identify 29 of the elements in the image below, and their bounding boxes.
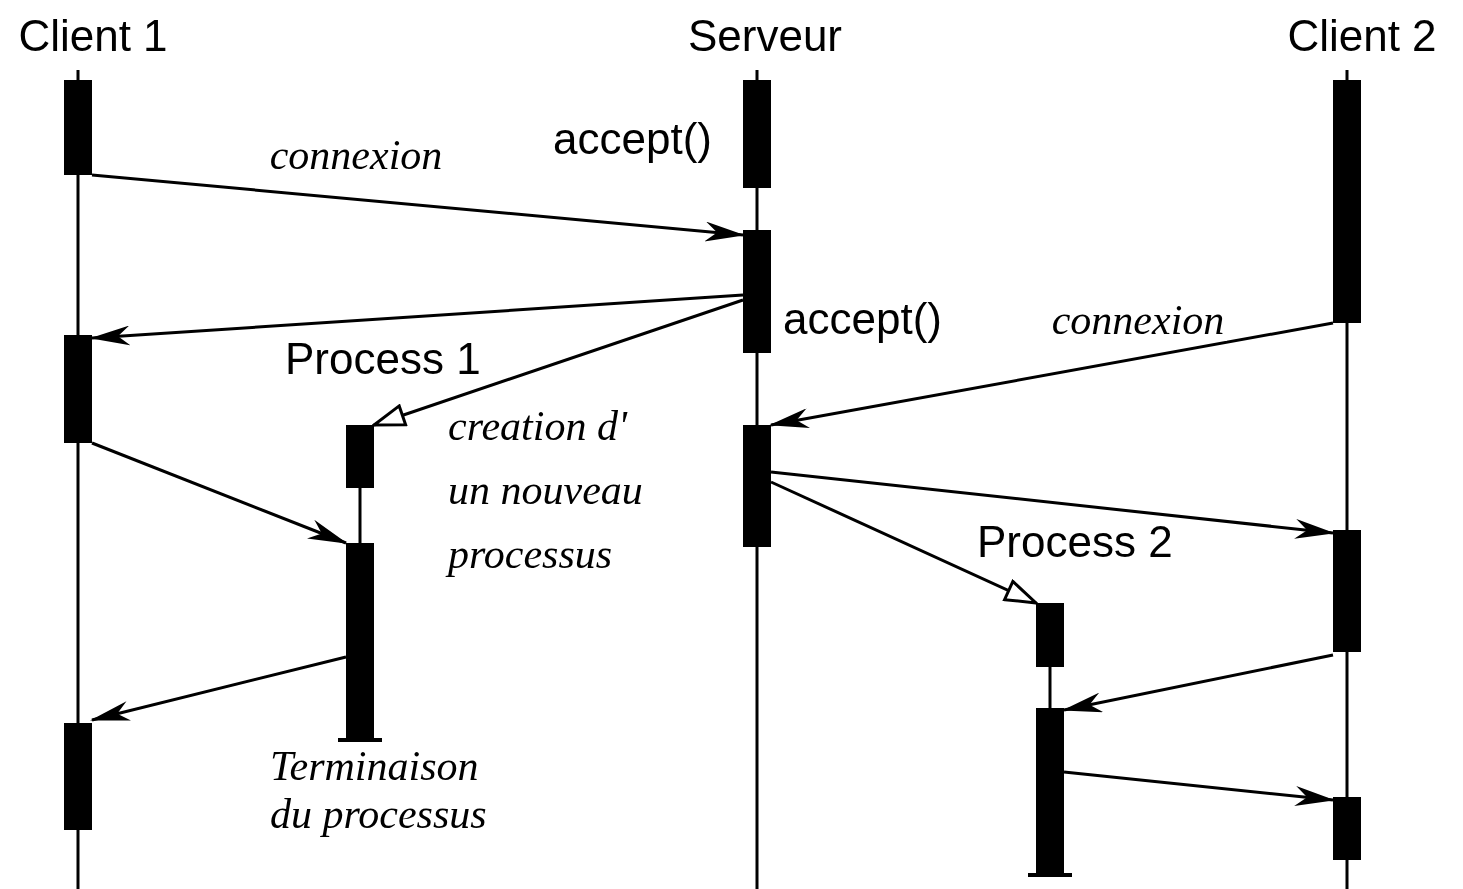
message-arrow [770, 480, 1038, 605]
note-text: Terminaison du processus [270, 742, 488, 838]
activation-bar [1333, 530, 1361, 652]
activation-bar [346, 425, 374, 488]
activation-bar [1036, 708, 1064, 875]
message-arrow [90, 655, 347, 722]
activation-label: Process 1 [285, 334, 481, 384]
lifeline-label: Client 2 [1287, 14, 1437, 58]
message-arrow [769, 321, 1334, 429]
lifeline-label: Serveur [687, 14, 843, 58]
message-arrow [372, 298, 744, 427]
activation-bar [64, 723, 92, 830]
lifeline-label: Client 1 [18, 14, 168, 58]
activation-bar [743, 230, 771, 353]
activation-bar [743, 425, 771, 547]
activation-label: accept() [553, 114, 712, 164]
activation-label: Process 2 [977, 517, 1173, 567]
activation-bar [64, 335, 92, 443]
message-arrow [91, 173, 745, 242]
activation-bar [346, 543, 374, 740]
message-arrow [770, 470, 1335, 539]
activation-label: accept() [783, 294, 942, 344]
activation-bar [743, 80, 771, 188]
message-arrow [91, 441, 348, 545]
activation-bar [1333, 797, 1361, 860]
activation-bar [64, 80, 92, 175]
message-arrow [1063, 770, 1335, 806]
activation-bar [1036, 603, 1064, 667]
activation-bar [1333, 80, 1361, 323]
